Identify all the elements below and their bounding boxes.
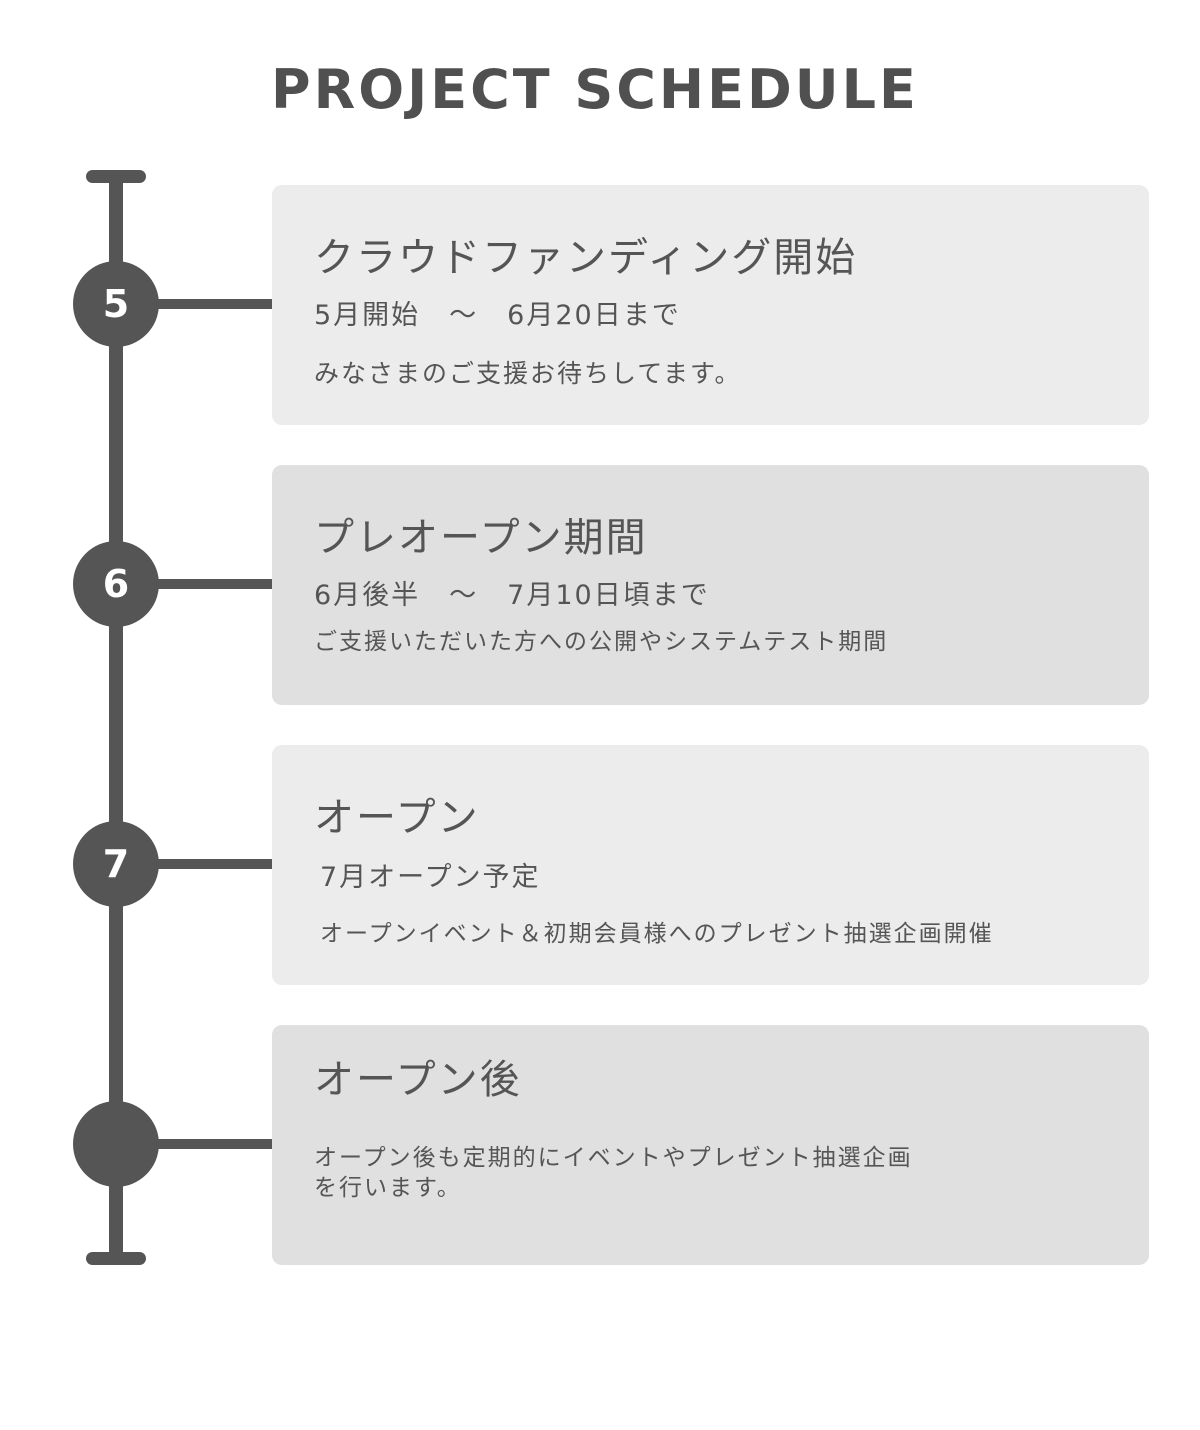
schedule-card: オープン 7月オープン予定 オープンイベント＆初期会員様へのプレゼント抽選企画開… (272, 745, 1149, 985)
timeline-line (109, 172, 123, 1262)
card-description: オープン後も定期的にイベントやプレゼント抽選企画 を行います。 (314, 1145, 913, 1201)
schedule-card: クラウドファンディング開始 5月開始 ～ 6月20日まで みなさまのご支援お待ち… (272, 185, 1149, 425)
connector (155, 859, 273, 869)
timeline-marker (73, 1101, 159, 1187)
card-heading: クラウドファンディング開始 (314, 235, 858, 281)
timeline-top-cap (86, 170, 146, 183)
card-heading: オープン後 (314, 1057, 522, 1103)
page-title: PROJECT SCHEDULE (271, 58, 919, 121)
connector (155, 1139, 273, 1149)
timeline-marker: 6 (73, 541, 159, 627)
timeline-marker: 5 (73, 261, 159, 347)
card-heading: オープン (314, 795, 480, 841)
timeline-bottom-cap (86, 1252, 146, 1265)
card-period: 6月後半 ～ 7月10日頃まで (314, 580, 710, 611)
card-description: ご支援いただいた方への公開やシステムテスト期間 (314, 629, 889, 655)
schedule-card: オープン後 オープン後も定期的にイベントやプレゼント抽選企画 を行います。 (272, 1025, 1149, 1265)
timeline-marker: 7 (73, 821, 159, 907)
card-heading: プレオープン期間 (314, 515, 648, 561)
card-description: みなさまのご支援お待ちしてます。 (314, 359, 742, 388)
card-period: 5月開始 ～ 6月20日まで (314, 300, 681, 331)
card-period: 7月オープン予定 (320, 862, 541, 893)
connector (155, 299, 273, 309)
schedule-card: プレオープン期間 6月後半 ～ 7月10日頃まで ご支援いただいた方への公開やシ… (272, 465, 1149, 705)
connector (155, 579, 273, 589)
card-description: オープンイベント＆初期会員様へのプレゼント抽選企画開催 (320, 921, 994, 947)
